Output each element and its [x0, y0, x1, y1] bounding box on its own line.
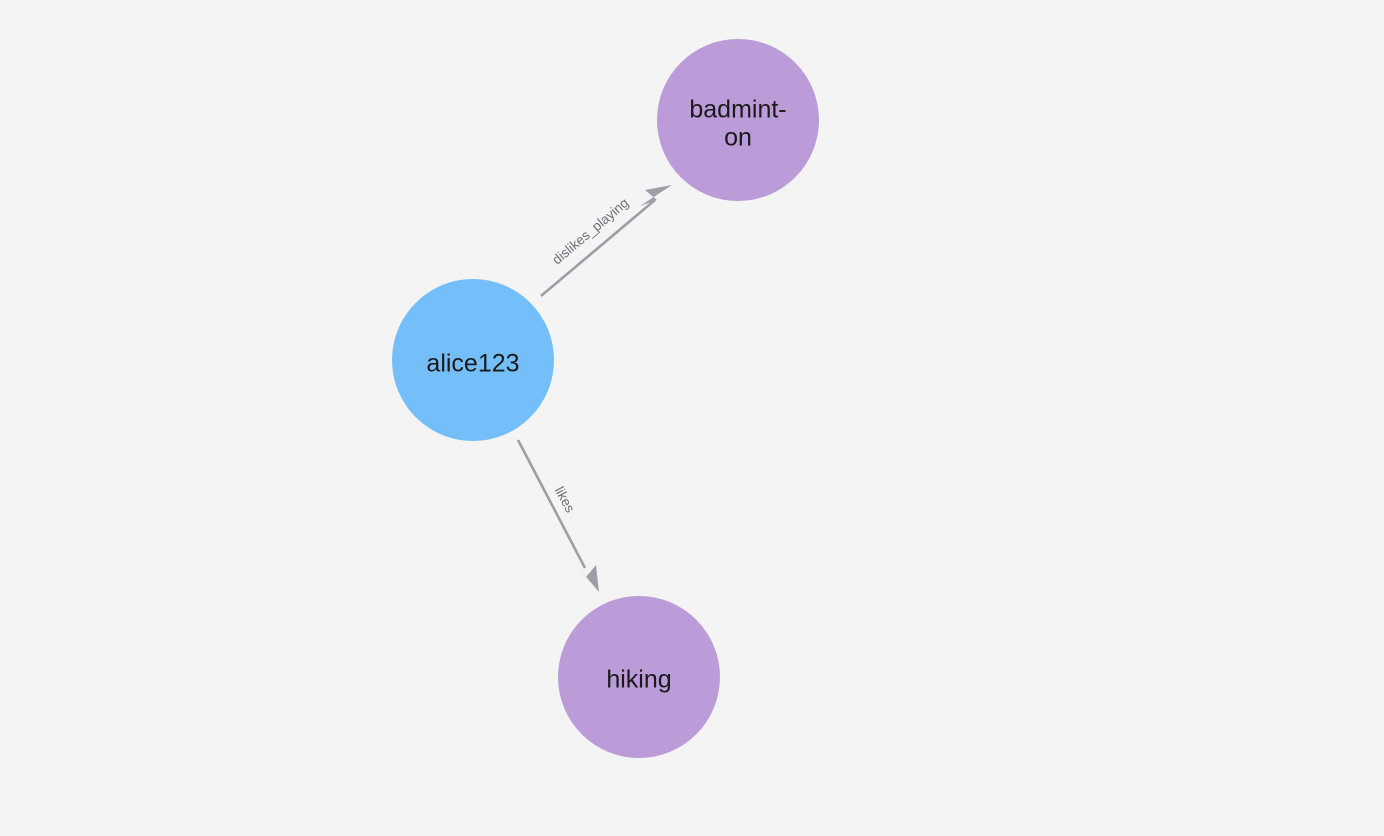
arrowhead-likes — [575, 564, 599, 592]
node-circle-badminton[interactable] — [657, 39, 819, 201]
edge-line-likes — [516, 439, 587, 569]
node-circle-hiking[interactable] — [558, 596, 720, 758]
arrowhead-dislikes-playing — [640, 185, 672, 206]
edge-likes[interactable]: likes — [516, 439, 599, 592]
node-circle-alice123[interactable] — [392, 279, 554, 441]
edge-dislikes-playing[interactable]: dislikes_playing — [540, 185, 672, 297]
node-badminton[interactable]: badmint- on — [657, 39, 819, 201]
edge-line-dislikes-playing — [540, 199, 656, 297]
node-hiking[interactable]: hiking — [558, 596, 720, 758]
node-alice123[interactable]: alice123 — [392, 279, 554, 441]
